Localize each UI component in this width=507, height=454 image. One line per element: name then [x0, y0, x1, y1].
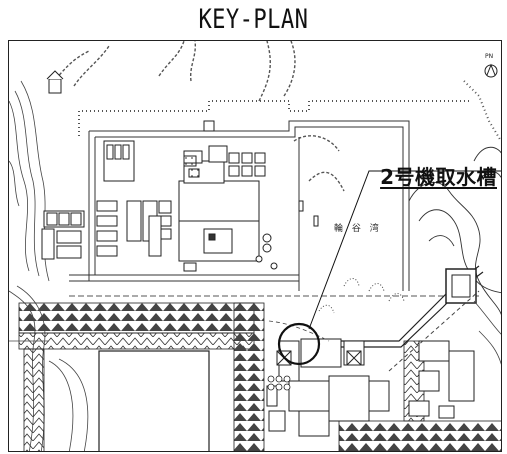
top-left-structure [46, 70, 64, 94]
central-plant-buildings [148, 145, 319, 272]
north-arrow-icon: PN [484, 53, 498, 78]
pier-structure [445, 268, 477, 304]
switchyard-blocks [183, 120, 215, 178]
left-buildings [41, 140, 158, 260]
tank-row [267, 375, 291, 391]
site-boundary-dotted [78, 100, 469, 136]
intake-callout-label: 2号機取水槽 [380, 165, 497, 189]
lower-left-building [98, 350, 210, 451]
site-plan-drawing: 輪 谷 湾 [9, 41, 501, 451]
callout-leader-line [308, 170, 501, 330]
key-plan-map: 輪 谷 湾 [8, 40, 502, 452]
intake-highlight-circle [277, 322, 321, 366]
coastline [408, 146, 501, 316]
dashed-access-roads [48, 41, 479, 297]
north-label: PN [485, 53, 493, 60]
main-roads [69, 120, 410, 291]
retaining-walls [18, 302, 501, 451]
page-title: KEY-PLAN [198, 4, 309, 35]
bay-label: 輪 谷 湾 [334, 222, 382, 234]
